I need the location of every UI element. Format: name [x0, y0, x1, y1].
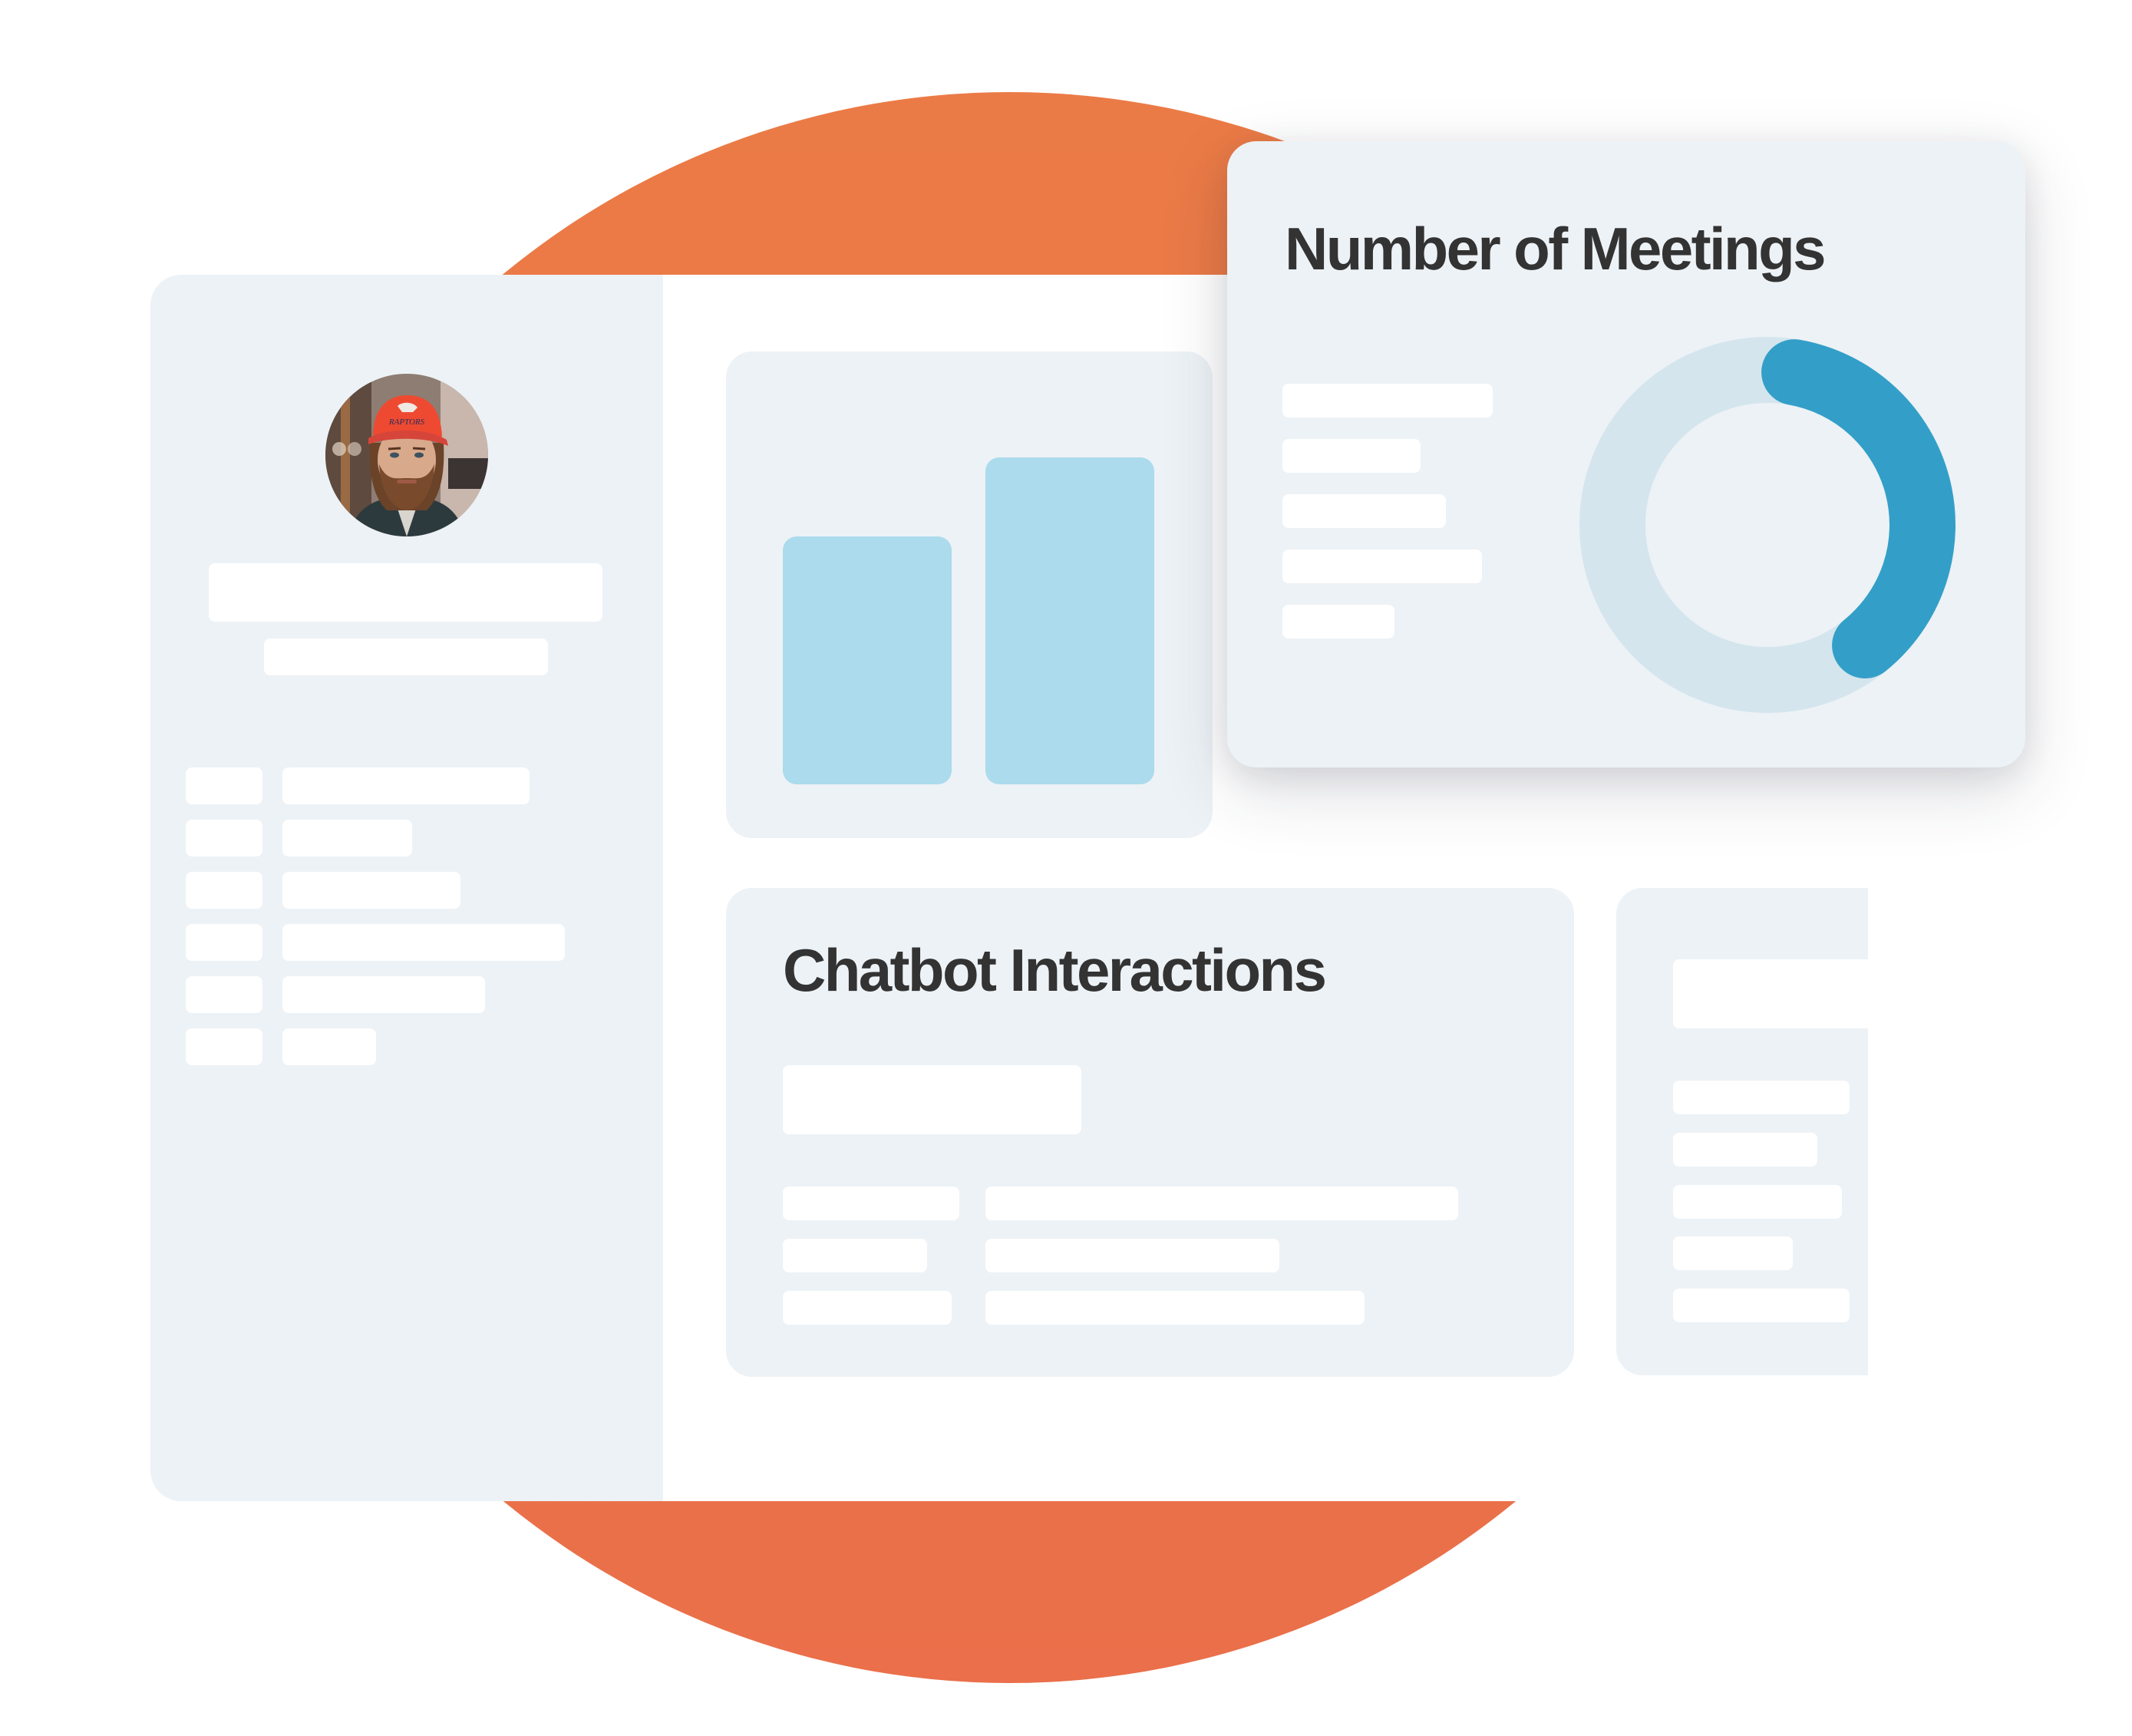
detail-label-1 — [186, 767, 262, 804]
chatbot-row-label-1 — [783, 1186, 959, 1220]
detail-label-2 — [186, 820, 262, 856]
meetings-card-title: Number of Meetings — [1285, 215, 1827, 282]
partial-card-row-1 — [1673, 1081, 1850, 1114]
partial-card-header-placeholder — [1673, 959, 1868, 1028]
chatbot-row-value-3 — [985, 1291, 1365, 1325]
partial-summary-card[interactable] — [1616, 888, 1868, 1375]
detail-value-4 — [282, 924, 565, 961]
chatbot-row-value-2 — [985, 1239, 1279, 1272]
detail-value-1 — [282, 767, 530, 804]
number-of-meetings-card[interactable]: Number of Meetings — [1227, 141, 2025, 767]
profile-sidebar: RAPTORS — [150, 275, 663, 1501]
partial-card-row-4 — [1673, 1236, 1793, 1270]
profile-name-placeholder — [209, 563, 602, 622]
app-window: RAPTORS — [150, 275, 1868, 1501]
chatbot-interactions-card[interactable]: Chatbot Interactions — [726, 888, 1574, 1377]
detail-label-6 — [186, 1028, 262, 1065]
profile-subtitle-placeholder — [264, 639, 548, 675]
chatbot-row-value-1 — [985, 1186, 1458, 1220]
detail-label-5 — [186, 976, 262, 1013]
meetings-legend-line-5 — [1282, 605, 1394, 639]
user-photo-icon: RAPTORS — [325, 374, 488, 536]
chatbot-row-label-3 — [783, 1291, 952, 1325]
meetings-donut-chart[interactable] — [1579, 336, 1956, 714]
partial-card-row-5 — [1673, 1289, 1850, 1322]
detail-label-3 — [186, 872, 262, 909]
detail-label-4 — [186, 924, 262, 961]
bar-chart-card[interactable] — [726, 351, 1213, 838]
dashboard-main-area: Chatbot Interactions — [663, 275, 1868, 1501]
meetings-legend-line-2 — [1282, 439, 1421, 473]
detail-value-5 — [282, 976, 485, 1013]
avatar[interactable]: RAPTORS — [325, 374, 488, 536]
cap-text: RAPTORS — [388, 417, 425, 427]
chatbot-card-title: Chatbot Interactions — [783, 936, 1327, 1004]
detail-value-3 — [282, 872, 460, 909]
meetings-legend-line-3 — [1282, 494, 1446, 528]
chart-bar-1 — [783, 536, 952, 784]
chart-bar-2 — [985, 457, 1154, 784]
detail-value-6 — [282, 1028, 376, 1065]
chatbot-metric-placeholder — [783, 1065, 1081, 1134]
partial-card-row-3 — [1673, 1185, 1842, 1219]
partial-card-row-2 — [1673, 1133, 1817, 1167]
chatbot-row-label-2 — [783, 1239, 927, 1272]
meetings-legend-line-4 — [1282, 550, 1482, 583]
donut-value-arc — [1761, 339, 1955, 678]
meetings-legend-line-1 — [1282, 384, 1493, 417]
detail-value-2 — [282, 820, 412, 856]
